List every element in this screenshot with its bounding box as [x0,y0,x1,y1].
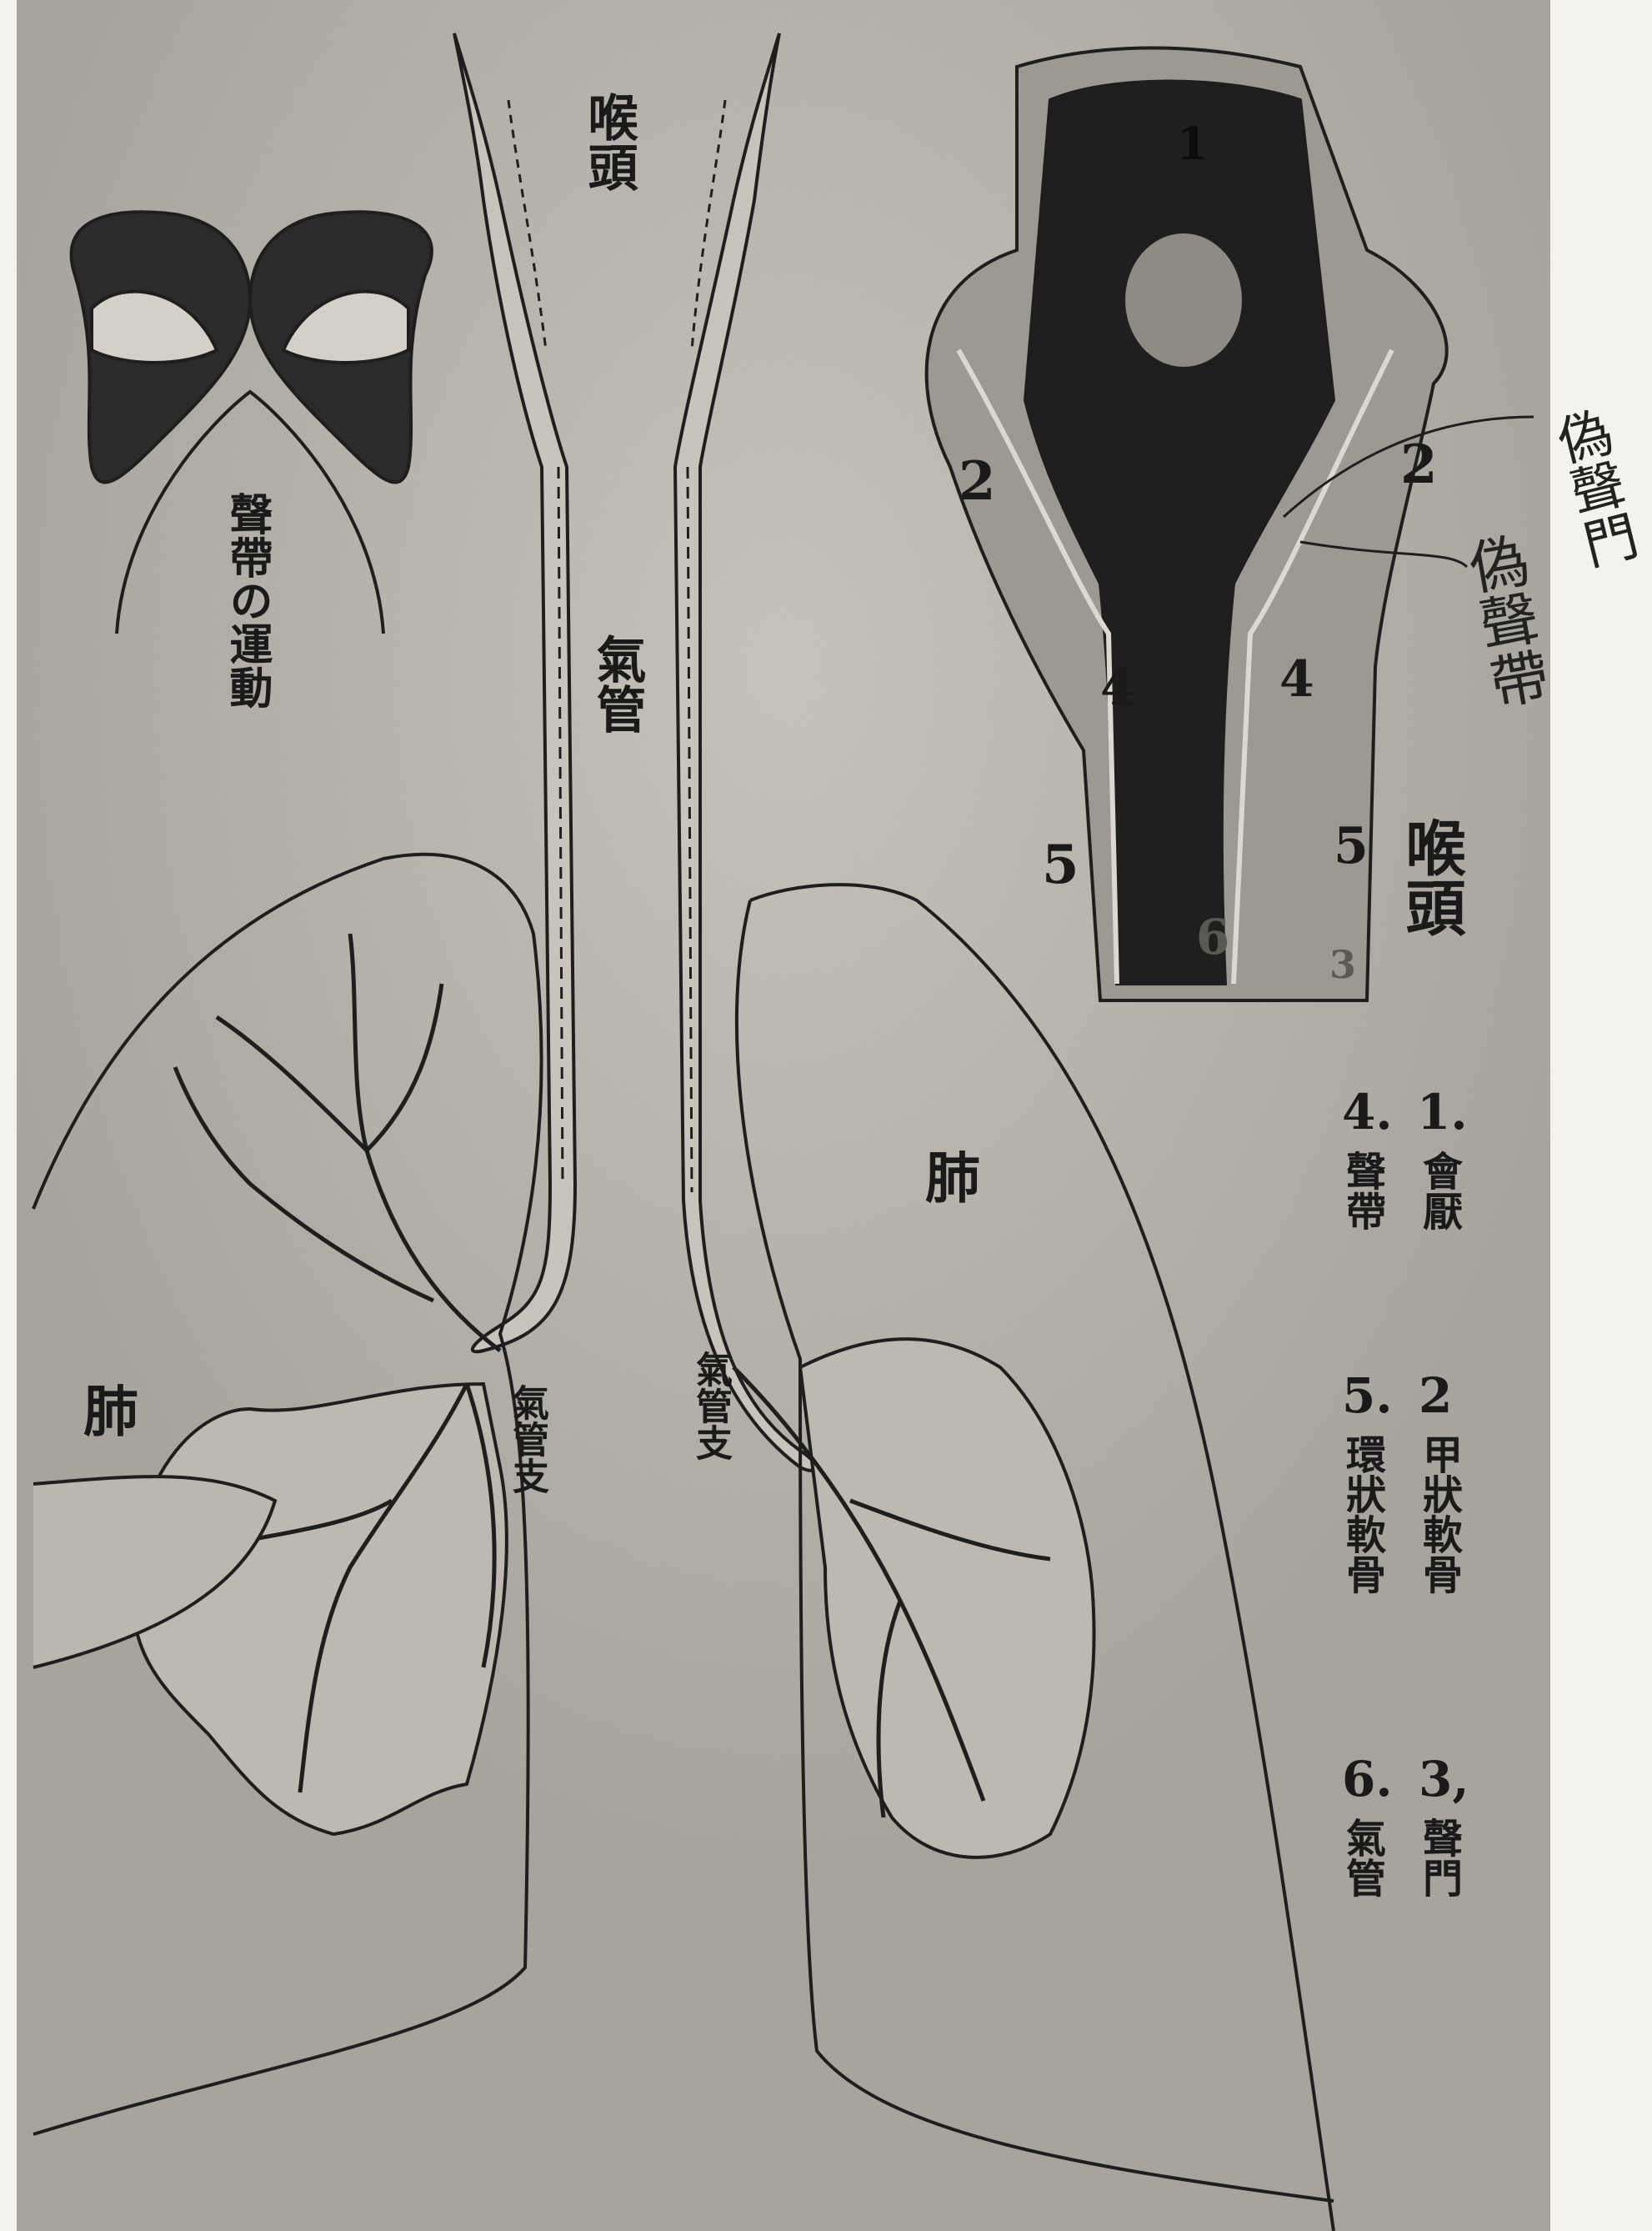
legend-number: 1. [1417,1084,1468,1141]
legend-name: 聲門 [1419,1817,1459,1898]
trachea-label: 氣管 [592,634,642,734]
lung-label-left: 肺 [83,1367,138,1447]
section-number: 5 [1042,834,1079,896]
section-number: 2 [959,450,996,513]
legend-number: 3, [1419,1751,1469,1807]
legend-name: 甲狀軟骨 [1419,1434,1459,1594]
legend-name: 環狀軟骨 [1342,1434,1382,1594]
legend-name: 會厭 [1419,1151,1459,1231]
section-number: 4 [1100,659,1135,717]
legend: 1. 會厭 2 甲狀軟骨 3, 聲門 4. 聲帶 5. 環狀軟骨 6. 氣管 [1325,1084,1492,2034]
section-number: 5 [1334,817,1369,875]
legend-name: 氣管 [1342,1817,1382,1898]
legend-number: 5. [1342,1367,1393,1424]
larynx-label-top: 喉頭 [583,92,633,192]
section-number: 3 [1329,942,1356,987]
legend-number: 4. [1342,1084,1393,1141]
bronchus-label-right: 氣管支 [692,1351,728,1461]
section-number: 2 [1400,434,1438,496]
legend-number: 6. [1342,1751,1393,1807]
vocal-motion-caption: 聲帶の運動 [225,492,268,709]
larynx-section-title: 喉頭 [1400,817,1460,937]
section-number: 6 [1196,909,1229,965]
legend-name: 聲帶 [1342,1151,1382,1231]
lung-label-right: 肺 [925,1134,980,1214]
section-number: 1 [1177,117,1209,170]
larynx-glow [1125,233,1242,367]
section-number: 4 [1279,650,1314,709]
bronchus-label-left: 氣管支 [508,1384,545,1494]
legend-number: 2 [1419,1367,1452,1424]
